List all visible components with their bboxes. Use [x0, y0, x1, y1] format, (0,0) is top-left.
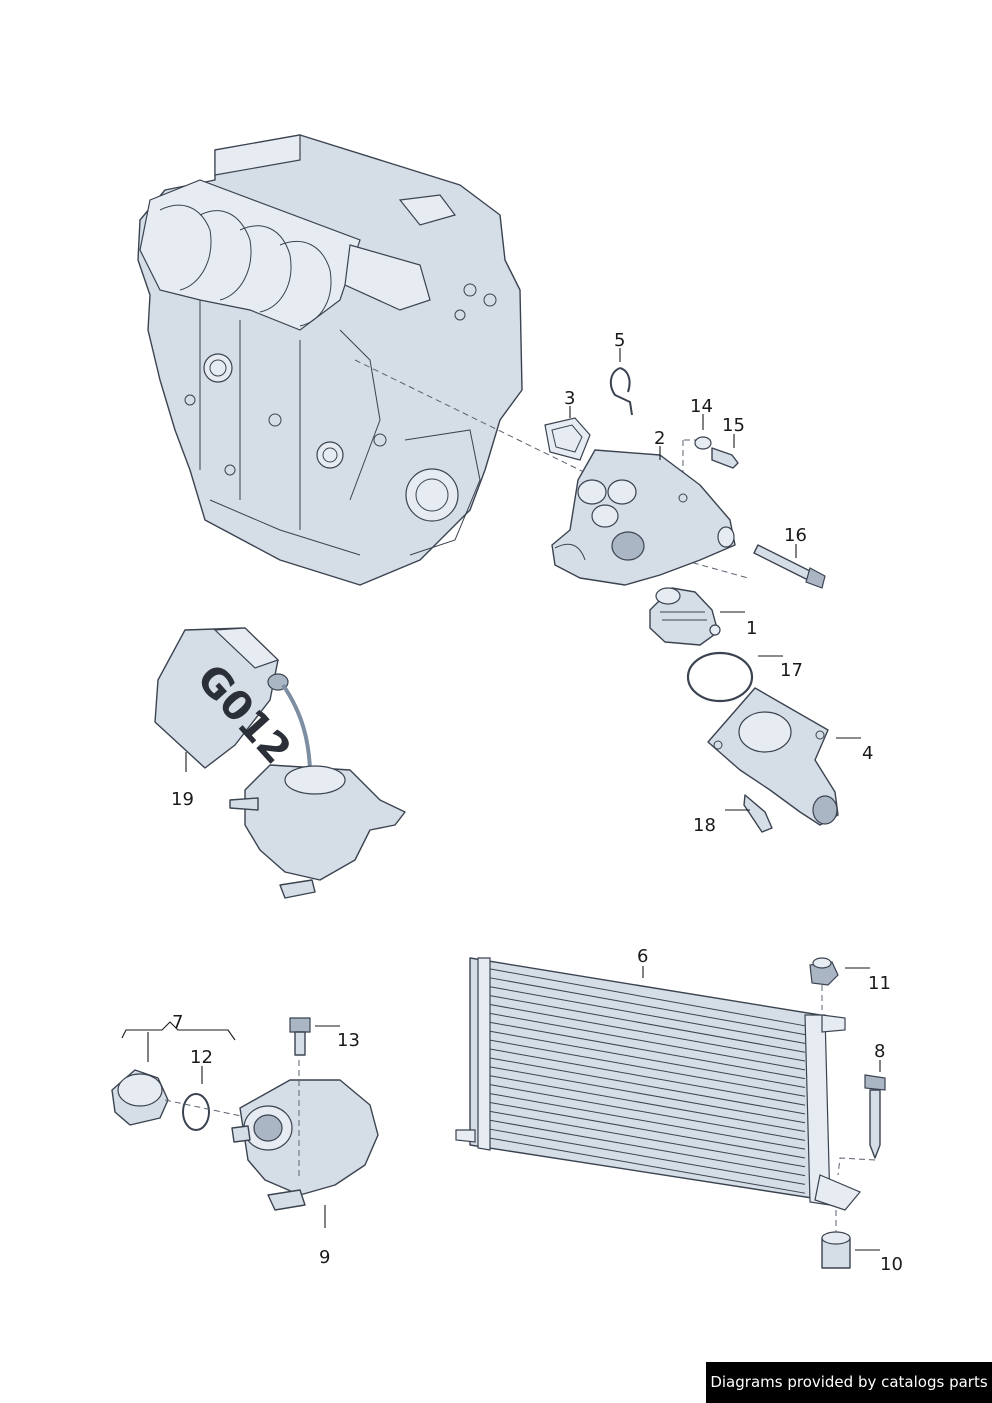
radiator-fin: [489, 1030, 806, 1088]
callout-13: 13: [337, 1030, 360, 1051]
callout-9: 9: [319, 1247, 330, 1268]
callout-3: 3: [564, 388, 575, 409]
radiator-fin: [489, 1101, 806, 1159]
radiator-cap: [809, 957, 839, 986]
radiator-fin: [489, 1137, 806, 1194]
callout-7: 7: [172, 1012, 183, 1033]
thermostat: [649, 587, 721, 646]
radiator-fin: [489, 986, 806, 1044]
callout-2: 2: [654, 428, 665, 449]
mounting-bolt: [864, 1074, 886, 1159]
radiator-fin: [489, 1021, 806, 1080]
radiator-fin: [489, 1093, 806, 1150]
coolant-flange-outlet: [707, 687, 839, 826]
cap-seal: [182, 1093, 210, 1131]
callout-11: 11: [868, 973, 891, 994]
callout-14: 14: [690, 396, 713, 417]
radiator-fin: [489, 1057, 806, 1115]
radiator-fin: [489, 1066, 806, 1124]
rubber-mount: [821, 1231, 851, 1269]
expansion-tank: [231, 1079, 379, 1211]
callout-15: 15: [722, 415, 745, 436]
o-ring: [686, 651, 754, 703]
radiator-fin: [489, 977, 806, 1036]
radiator: [455, 957, 861, 1211]
assembly-line: [354, 359, 591, 476]
callout-19: 19: [171, 789, 194, 810]
seal-ring: [694, 436, 712, 450]
callout-6: 6: [637, 946, 648, 967]
radiator-fin: [489, 968, 806, 1027]
callout-18: 18: [693, 815, 716, 836]
bolt-short: [743, 794, 773, 833]
callout-16: 16: [784, 525, 807, 546]
tank-bolt: [289, 1017, 311, 1056]
coolant-flange-housing: [551, 449, 736, 586]
leader-lines: [121, 348, 881, 1251]
callout-1: 1: [746, 618, 757, 639]
callout-4: 4: [862, 743, 873, 764]
credit-banner: Diagrams provided by catalogs parts: [706, 1362, 992, 1403]
radiator-fin: [489, 1012, 806, 1071]
engine-block: [137, 134, 523, 586]
radiator-fin: [489, 995, 806, 1053]
radiator-fin: [489, 1048, 806, 1106]
radiator-fin: [489, 1084, 806, 1141]
screw: [711, 447, 739, 469]
radiator-fin: [489, 1119, 806, 1177]
assembly-line: [837, 1157, 876, 1176]
bolt-long: [753, 544, 826, 589]
callout-12: 12: [190, 1047, 213, 1068]
retaining-clip: [609, 367, 633, 416]
coolant-reservoir-filling: [229, 764, 406, 899]
radiator-fin: [489, 1039, 806, 1097]
callout-17: 17: [780, 660, 803, 681]
radiator-fin: [489, 1128, 806, 1185]
radiator-fins: [489, 968, 806, 1194]
gasket: [544, 417, 591, 461]
reservoir-cap: [111, 1069, 169, 1126]
callout-5: 5: [614, 330, 625, 351]
callout-8: 8: [874, 1041, 885, 1062]
radiator-fin: [489, 1004, 806, 1062]
callout-10: 10: [880, 1254, 903, 1275]
radiator-fin: [489, 1110, 806, 1168]
radiator-fin: [489, 1075, 806, 1133]
